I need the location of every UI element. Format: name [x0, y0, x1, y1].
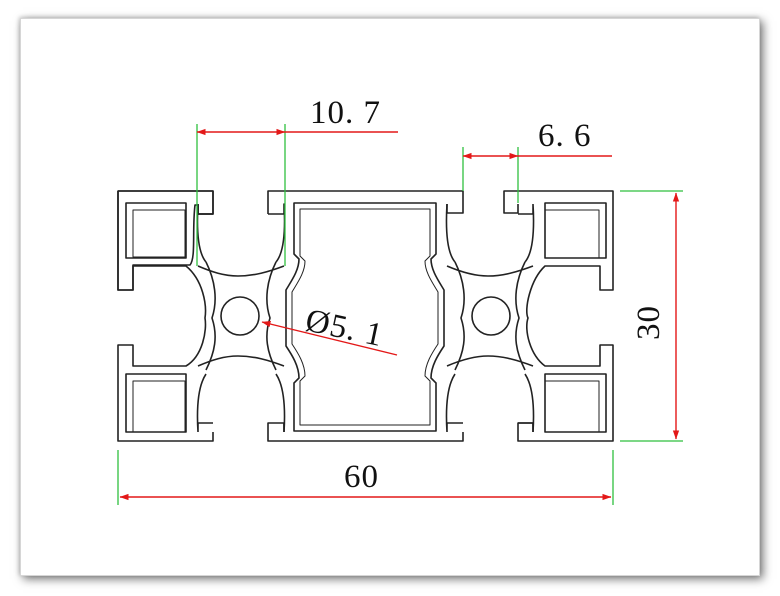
slot-upper-left	[196, 203, 286, 263]
slot-lower-right	[445, 373, 535, 433]
cell-upper-left	[125, 202, 187, 259]
center-hole-left	[220, 296, 260, 336]
cell-lower-right	[544, 373, 607, 433]
dimension-lines	[119, 128, 680, 501]
left-node-arcs	[197, 261, 285, 371]
center-hole-right	[471, 296, 511, 336]
central-cavity	[285, 202, 445, 432]
label-width: 60	[344, 459, 379, 495]
cell-upper-right	[544, 202, 607, 259]
dim-leader-51	[261, 320, 398, 356]
label-height: 30	[631, 305, 667, 340]
extension-lines	[117, 124, 683, 505]
label-slot-width-upper: 10. 7	[310, 95, 381, 131]
label-hole-diameter: Ø5. 1	[302, 303, 386, 355]
extrusion-profile	[117, 190, 614, 442]
label-slot-width-small: 6. 6	[538, 118, 592, 154]
slot-lower-left	[196, 373, 286, 433]
slot-upper-right	[445, 203, 535, 263]
right-node-arcs	[446, 261, 534, 371]
drawing-frame	[20, 18, 760, 576]
cell-lower-left	[125, 373, 187, 433]
